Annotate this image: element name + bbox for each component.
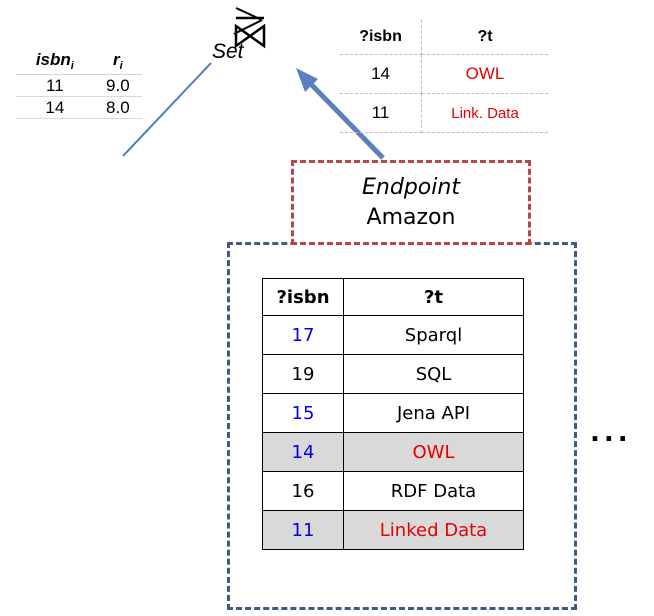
score-table: isbni ri 11 9.0 14 8.0 (16, 50, 142, 119)
connector-line (122, 62, 212, 157)
endpoint-name: Amazon (366, 205, 456, 230)
result-cell-title: OWL (421, 54, 548, 94)
data-cell-title: OWL (343, 432, 524, 472)
flow-arrow-head (296, 68, 318, 92)
bowtie-operator-icon (233, 7, 266, 49)
data-cell-title: Sparql (343, 315, 524, 355)
data-cell-isbn: 16 (262, 471, 344, 511)
data-cell-isbn: 11 (262, 510, 344, 550)
score-cell-isbn: 14 (16, 96, 94, 119)
result-cell-isbn: 11 (340, 93, 423, 133)
score-cell-r: 8.0 (93, 96, 142, 119)
more-indicator: ... (590, 418, 632, 448)
data-header-title: ?t (343, 278, 524, 316)
table-row: 14 8.0 (16, 96, 142, 119)
result-cell-isbn: 14 (340, 54, 423, 94)
data-cell-title: Linked Data (343, 510, 524, 550)
endpoint-label-box: Endpoint Amazon (291, 160, 531, 245)
data-cell-title: RDF Data (343, 471, 524, 511)
data-header-isbn: ?isbn (262, 278, 344, 316)
table-row: 14 OWL (340, 54, 548, 94)
table-row: 11 9.0 (16, 74, 142, 97)
result-cell-title: Link. Data (421, 93, 548, 133)
data-cell-isbn: 17 (262, 315, 344, 355)
score-cell-isbn: 11 (16, 74, 94, 97)
data-cell-isbn: 14 (262, 432, 344, 472)
result-header-title: ?t (421, 20, 548, 55)
set-label: Set (212, 40, 244, 63)
score-header-isbn: isbni (16, 50, 94, 75)
table-row: 11 Link. Data (340, 93, 548, 133)
score-cell-r: 9.0 (93, 74, 142, 97)
result-header-isbn: ?isbn (340, 20, 423, 55)
score-header-r: ri (93, 50, 142, 75)
endpoint-label: Endpoint (362, 175, 460, 200)
data-cell-isbn: 19 (262, 354, 344, 394)
data-cell-isbn: 15 (262, 393, 344, 433)
data-cell-title: Jena API (343, 393, 524, 433)
result-table: ?isbn ?t 14 OWL 11 Link. Data (340, 20, 548, 133)
data-cell-title: SQL (343, 354, 524, 394)
